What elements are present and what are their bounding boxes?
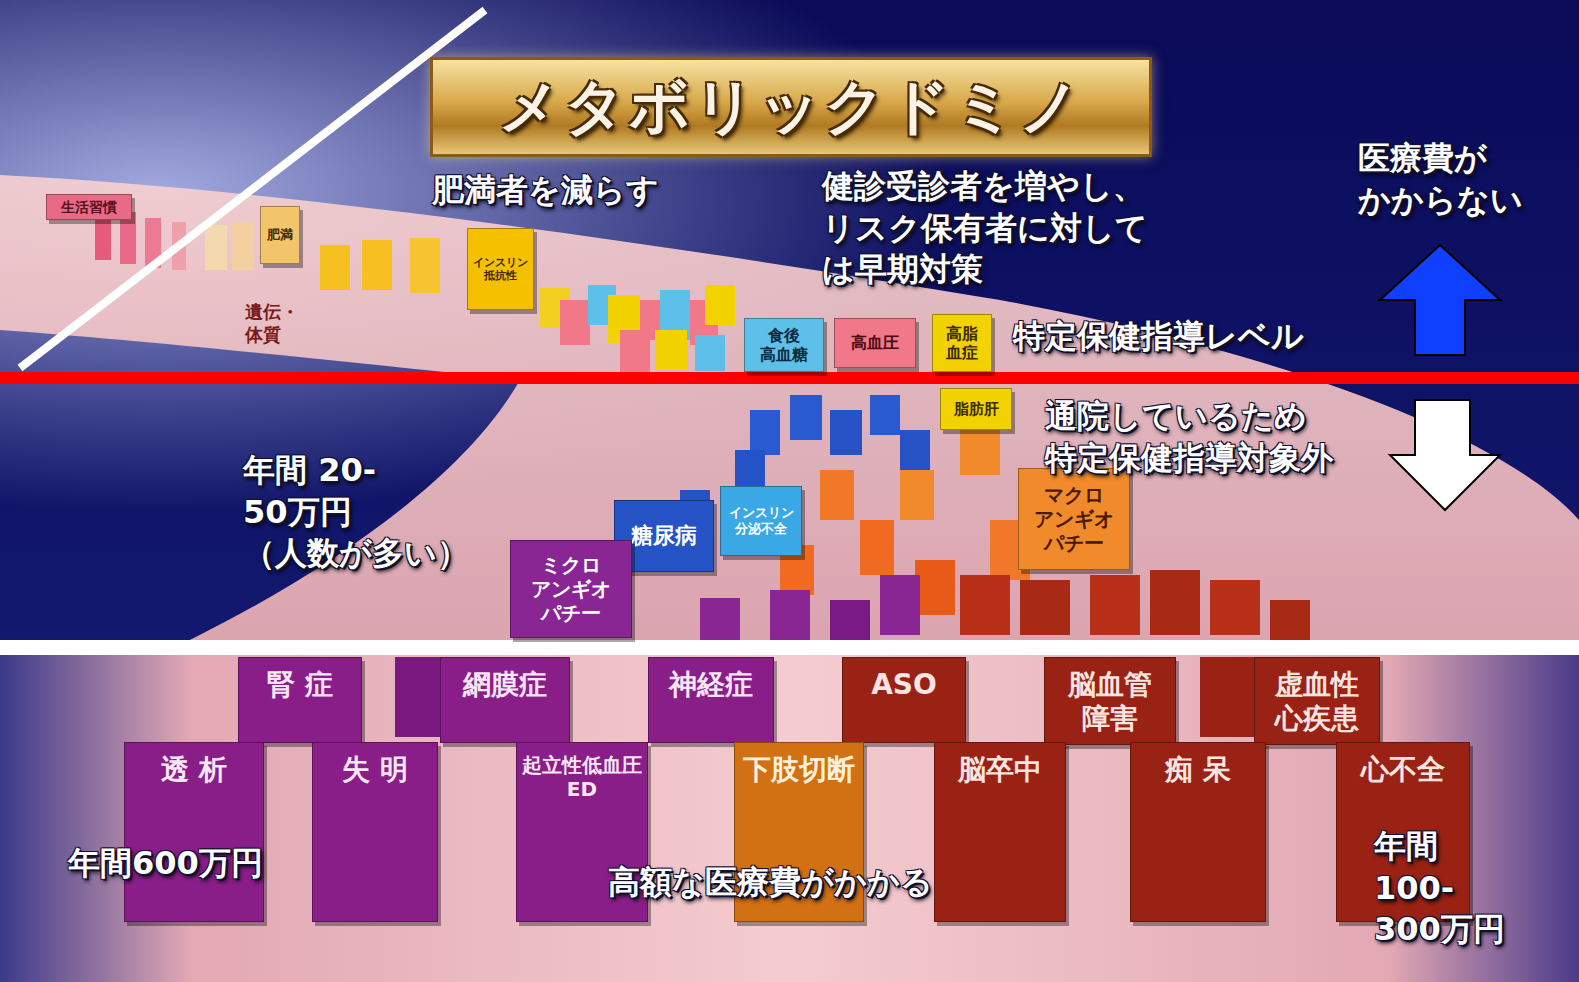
domino-label: 心不全 [1361,753,1445,787]
annotation: 年間 100- 300万円 [1374,826,1505,951]
domino-label: マクロ アンギオ パチー [1034,483,1114,555]
domino [820,470,854,520]
domino-box: 失 明 [312,742,438,922]
domino [735,450,765,490]
domino [1150,570,1200,635]
domino [700,598,740,640]
domino [1200,657,1260,737]
threshold-line [0,372,1579,384]
domino-label: 高血圧 [851,333,899,352]
domino [770,590,810,640]
domino [960,575,1010,635]
domino-label: 下肢切断 [743,753,855,787]
annotation: 特定保健指導レベル [1013,316,1304,358]
domino [915,560,955,615]
domino-box: ASO [842,657,966,743]
domino-label: 脳血管 障害 [1068,668,1152,735]
domino-road [0,175,1579,982]
domino-label: 透 析 [161,753,227,787]
domino-label: 痴 呆 [1165,753,1231,787]
down-arrow [1390,400,1500,510]
domino [1090,575,1140,635]
domino-box: 虚血性 心疾患 [1254,657,1380,745]
domino-box: 腎 症 [238,657,362,743]
domino [900,470,934,520]
domino-label: 脂肪肝 [954,400,999,418]
domino-box: 網膜症 [440,657,570,743]
title: メタボリックドミノ [499,67,1084,148]
domino-box: 透 析 [124,742,264,922]
annotation: 通院しているため 特定保健指導対象外 [1045,396,1333,479]
domino [830,410,862,455]
domino-label: 肥満 [267,227,293,243]
domino-box: 食後 高血糖 [744,318,824,372]
annotation: 医療費が かからない [1358,138,1523,221]
annotation: 年間600万円 [68,843,263,885]
domino-label: 脳卒中 [958,753,1042,787]
domino-box: インスリン 抵抗性 [467,228,534,310]
domino [232,222,254,270]
up-arrow [1380,245,1500,355]
domino [410,238,440,293]
domino-box: インスリン 分泌不全 [720,486,802,556]
domino-label: 虚血性 心疾患 [1275,668,1359,735]
domino-label: 網膜症 [463,668,547,702]
domino-box: 脳血管 障害 [1044,657,1176,745]
annotation: 遺伝・体質 [245,300,299,347]
domino [620,330,650,372]
domino [1270,600,1310,640]
floor [0,655,1579,982]
annotation: 高額な医療費がかかる [608,862,933,904]
domino-box: 高脂 血症 [932,314,992,372]
domino [750,410,780,455]
domino-label: 起立性低血圧 ED [522,753,642,801]
domino [362,240,392,290]
domino [560,300,590,345]
domino [860,520,894,575]
domino-label: 糖尿病 [631,523,697,549]
domino [205,225,227,270]
domino-box: 脳卒中 [934,742,1066,922]
domino-label: ミクロ アンギオ パチー [531,553,611,625]
domino [790,395,822,440]
domino [1020,580,1070,635]
domino-box: ミクロ アンギオ パチー [510,540,632,638]
domino-box: マクロ アンギオ パチー [1018,468,1130,570]
domino-label: 腎 症 [267,668,333,702]
separator-band [0,640,1579,655]
domino [900,430,930,475]
domino-box: 痴 呆 [1130,742,1266,922]
domino-label: 生活習慣 [61,199,117,216]
domino-box: 生活習慣 [46,194,132,220]
domino [320,245,350,290]
diagonal-line [20,10,485,368]
domino-label: 神経症 [669,668,753,702]
domino [695,335,725,371]
domino-box: 肥満 [260,206,300,264]
annotation: 肥満者を減らす [432,170,659,212]
domino [705,285,735,325]
domino-box: 神経症 [648,657,774,743]
domino-label: ASO [871,668,937,702]
domino-label: インスリン 分泌不全 [729,505,794,536]
domino-label: 高脂 血症 [946,324,978,362]
domino [870,395,900,435]
title-plaque: メタボリックドミノ [430,57,1152,157]
annotation: 健診受診者を増やし、 リスク保有者に対して は早期対策 [822,166,1148,291]
domino-label: 食後 高血糖 [760,326,808,364]
domino [1210,580,1260,635]
domino-box: 高血圧 [834,318,916,368]
annotation: 年間 20-50万円 （人数が多い） [243,450,475,575]
domino-label: インスリン 抵抗性 [473,256,528,282]
domino [830,600,870,640]
domino [655,330,687,370]
domino [880,575,920,635]
domino-box: 脂肪肝 [940,388,1012,430]
domino-label: 失 明 [342,753,408,787]
